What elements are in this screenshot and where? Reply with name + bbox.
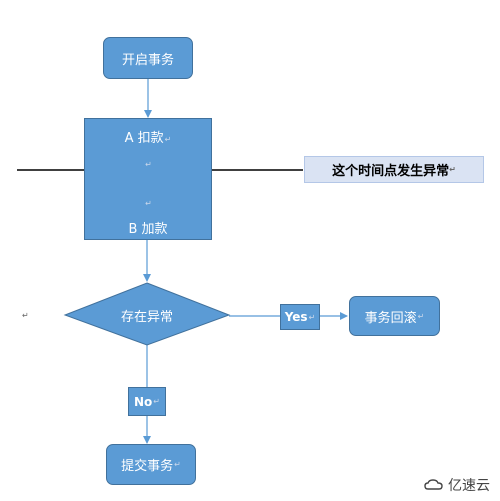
decision-label: 存在异常: [120, 309, 173, 325]
empty-line-2: ↵: [144, 195, 152, 210]
return-mark: ↵: [145, 160, 152, 169]
yes-label: Yes: [284, 310, 308, 324]
empty-line-1: ↵: [144, 156, 152, 171]
stray-return-mark: ↵: [22, 311, 29, 320]
return-mark: ↵: [145, 199, 152, 208]
cloud-logo-icon: [424, 479, 443, 490]
step-a-row: A 扣款↵: [125, 127, 172, 146]
watermark-text: 亿速云: [448, 478, 490, 494]
return-mark: ↵: [153, 397, 160, 406]
decision-diamond: [63, 282, 231, 346]
no-label: No: [134, 394, 153, 409]
rollback-label: 事务回滚: [364, 310, 417, 326]
rollback-node: 事务回滚↵: [349, 296, 440, 336]
return-mark: ↵: [308, 312, 316, 322]
yes-edge-label: Yes↵: [280, 304, 320, 330]
return-mark: ↵: [164, 135, 172, 144]
return-mark: ↵: [417, 311, 425, 321]
exception-annotation-text: 这个时间点发生异常: [332, 164, 450, 179]
decision-label-wrap: 存在异常: [95, 303, 199, 327]
step-a-label: A 扣款: [124, 131, 164, 146]
start-transaction-node: 开启事务: [103, 37, 193, 79]
watermark: 亿速云: [424, 475, 490, 495]
ab-transfer-block: A 扣款↵ ↵ ↵ B 加款: [84, 118, 212, 240]
step-b-label: B 加款: [128, 222, 168, 237]
commit-node: 提交事务↵: [106, 444, 196, 485]
start-transaction-label: 开启事务: [121, 52, 174, 68]
return-mark: ↵: [449, 165, 456, 174]
commit-label: 提交事务: [121, 459, 174, 474]
exception-annotation: 这个时间点发生异常↵: [304, 156, 484, 183]
step-b-row: B 加款: [128, 218, 167, 237]
no-edge-label: No↵: [128, 387, 166, 416]
return-mark: ↵: [174, 460, 181, 469]
